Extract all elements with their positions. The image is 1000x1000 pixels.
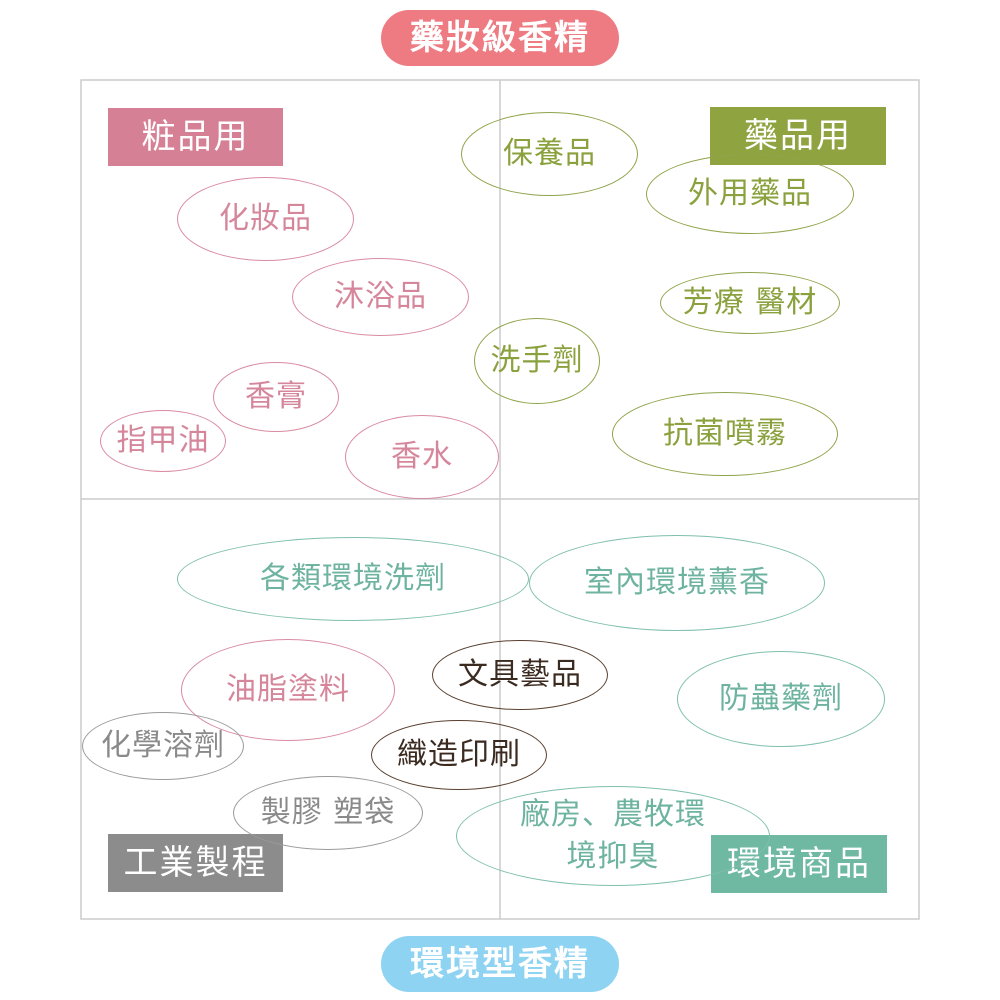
bubble-paint: 油脂塗料: [181, 639, 395, 741]
bubble-odor: 廠房、農牧環境抑臭: [456, 786, 770, 886]
bubble-indoor: 室內環境薰香: [529, 535, 825, 631]
bubble-aroma: 芳療 醫材: [660, 272, 840, 334]
bubble-skincare: 保養品: [461, 112, 638, 196]
bubble-stationery: 文具藝品: [432, 640, 608, 710]
bubble-insect: 防蟲藥劑: [677, 651, 885, 747]
bubble-solvent: 化學溶劑: [82, 712, 244, 780]
bubble-perfume: 香水: [345, 415, 499, 499]
axis-bottom-label: 環境型香精: [381, 936, 619, 992]
bubble-cosmetics: 化妝品: [177, 177, 354, 261]
bubble-external: 外用藥品: [646, 154, 854, 234]
bubble-cleaners: 各類環境洗劑: [177, 537, 529, 621]
bubble-plastic: 製膠 塑袋: [233, 776, 423, 850]
axis-top-label: 藥妝級香精: [381, 10, 619, 66]
bubble-balm: 香膏: [213, 362, 339, 432]
bubble-handwash: 洗手劑: [474, 318, 600, 404]
bubble-textile: 織造印刷: [371, 720, 547, 790]
bubble-bath: 沐浴品: [292, 258, 469, 336]
bubble-nail: 指甲油: [100, 410, 226, 472]
quadrant-label-cosmetic: 粧品用: [108, 108, 283, 166]
bubble-spray: 抗菌噴霧: [612, 392, 838, 476]
quadrant-label-industrial: 工業製程: [108, 834, 283, 892]
